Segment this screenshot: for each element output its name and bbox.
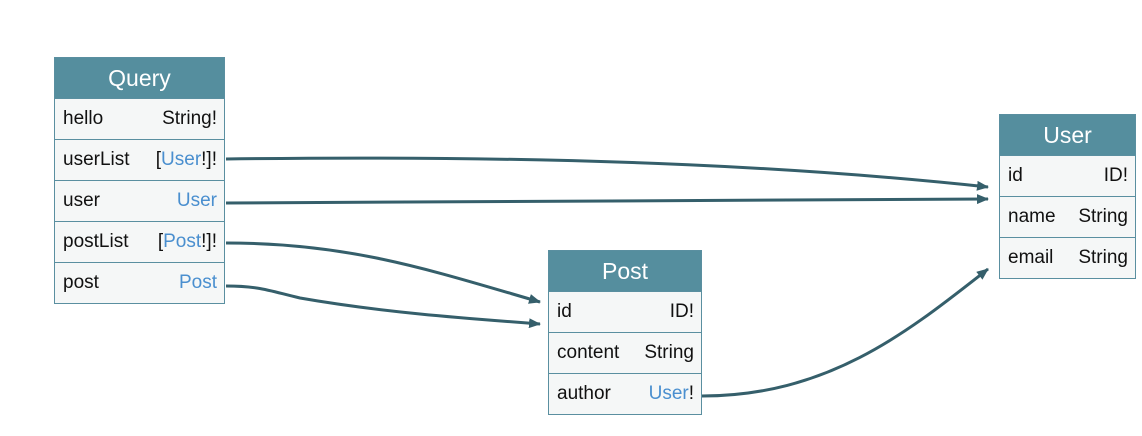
field-type: User! bbox=[648, 383, 694, 404]
post-type-node[interactable]: Post id ID! content String author User! bbox=[548, 250, 702, 415]
field-type: Post bbox=[179, 272, 217, 294]
field-type: [User!]! bbox=[155, 149, 217, 170]
edge-query-postlist-to-post bbox=[225, 241, 541, 304]
field-name: userList bbox=[63, 149, 130, 170]
type-link-post[interactable]: Post bbox=[178, 272, 217, 293]
post-field-id[interactable]: id ID! bbox=[549, 291, 701, 332]
field-type: String! bbox=[162, 108, 217, 129]
edge-query-post-to-post bbox=[225, 284, 541, 329]
user-node-title: User bbox=[1000, 115, 1135, 155]
query-field-post[interactable]: post Post bbox=[55, 262, 224, 303]
user-field-id[interactable]: id ID! bbox=[1000, 155, 1135, 196]
query-field-postlist[interactable]: postList [Post!]! bbox=[55, 221, 224, 262]
post-field-content[interactable]: content String bbox=[549, 332, 701, 373]
field-name: id bbox=[1008, 165, 1023, 186]
field-name: id bbox=[557, 301, 572, 322]
field-name: email bbox=[1008, 247, 1054, 268]
query-type-node[interactable]: Query hello String! userList [User!]! us… bbox=[54, 57, 225, 304]
edge-query-user-to-user bbox=[225, 194, 989, 205]
type-link-user[interactable]: User bbox=[648, 383, 689, 404]
field-name: author bbox=[557, 383, 611, 404]
field-type: [Post!]! bbox=[157, 231, 217, 252]
query-field-hello[interactable]: hello String! bbox=[55, 98, 224, 139]
user-type-node[interactable]: User id ID! name String email String bbox=[999, 114, 1136, 279]
post-node-title: Post bbox=[549, 251, 701, 291]
type-link-user[interactable]: User bbox=[161, 149, 202, 170]
query-field-user[interactable]: user User bbox=[55, 180, 224, 221]
field-type: User bbox=[177, 190, 217, 212]
user-field-email[interactable]: email String bbox=[1000, 237, 1135, 278]
type-link-user[interactable]: User bbox=[176, 190, 217, 211]
post-field-author[interactable]: author User! bbox=[549, 373, 701, 414]
edge-query-userlist-to-user bbox=[225, 156, 989, 191]
field-name: user bbox=[63, 190, 100, 211]
field-name: postList bbox=[63, 231, 129, 252]
type-link-post[interactable]: Post bbox=[163, 231, 202, 252]
edge-post-author-to-user bbox=[701, 267, 989, 398]
query-node-title: Query bbox=[55, 58, 224, 98]
field-name: hello bbox=[63, 108, 104, 129]
field-type: String bbox=[1078, 247, 1128, 268]
field-type: ID! bbox=[1103, 165, 1128, 186]
user-field-name[interactable]: name String bbox=[1000, 196, 1135, 237]
field-name: name bbox=[1008, 206, 1056, 227]
field-type: ID! bbox=[669, 301, 694, 322]
field-type: String bbox=[1078, 206, 1128, 227]
query-field-userlist[interactable]: userList [User!]! bbox=[55, 139, 224, 180]
field-name: post bbox=[63, 272, 99, 293]
field-name: content bbox=[557, 342, 620, 363]
field-type: String bbox=[644, 342, 694, 363]
